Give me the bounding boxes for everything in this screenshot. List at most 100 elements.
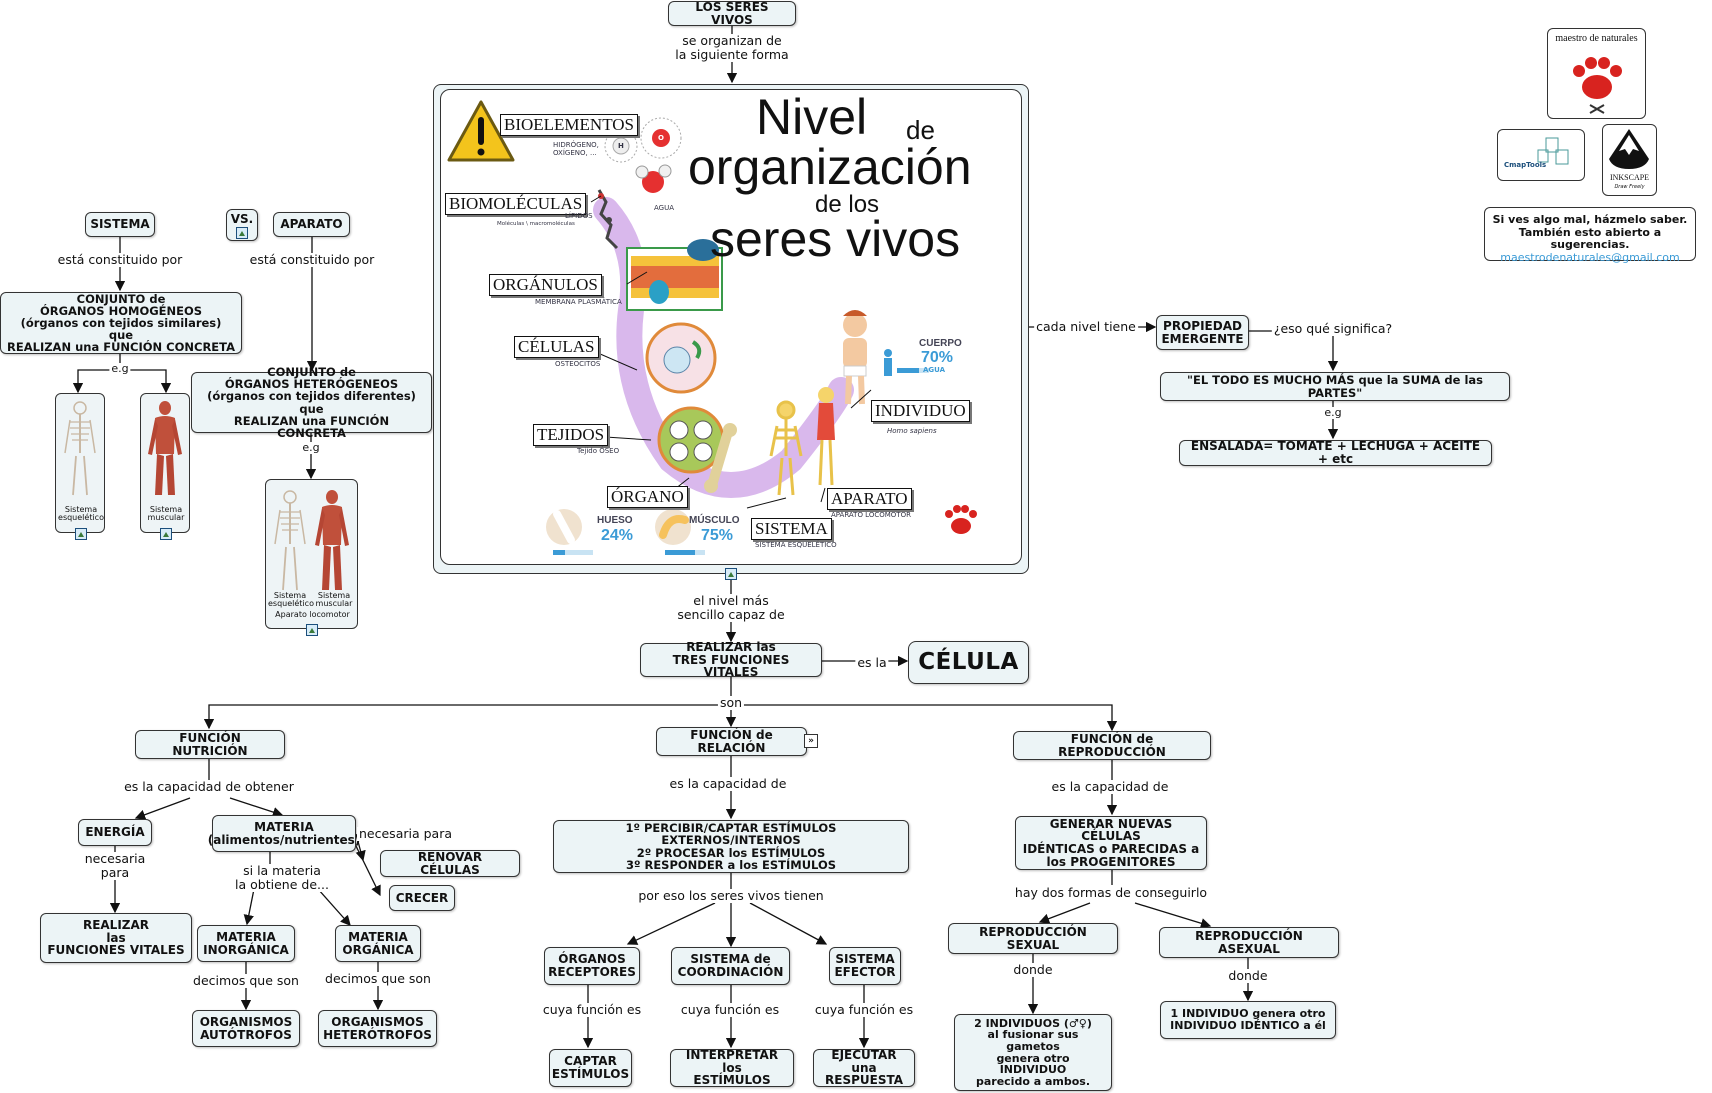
node-materia-organica[interactable]: MATERIA ORGÁNICA xyxy=(335,925,421,962)
caption-tejido: Tejido ÓSEO xyxy=(577,447,620,455)
vs-label: VS. xyxy=(230,212,254,226)
image-icon[interactable] xyxy=(725,568,737,580)
link-necesaria-para-2: necesaria para xyxy=(357,826,454,841)
figure-aparato-locomotor[interactable]: Sistema esquelético Sistema muscular Apa… xyxy=(265,479,358,636)
node-ensalada[interactable]: ENSALADA= TOMATE + LECHUGA + ACEITE + et… xyxy=(1179,440,1492,466)
node-reproduccion-asexual[interactable]: REPRODUCCIÓN ASEXUAL xyxy=(1159,927,1339,958)
figure-sistema-muscular[interactable]: Sistema muscular xyxy=(140,393,190,540)
caption-h: H xyxy=(618,142,624,150)
caption-agua: AGUA xyxy=(654,204,675,212)
aparato-locomotor-icon xyxy=(274,490,349,591)
image-icon[interactable] xyxy=(236,227,248,239)
figure-sistema-esqueletico[interactable]: Sistema esquelético xyxy=(55,393,105,540)
cmaptools-label: CmapTools xyxy=(1504,161,1547,169)
link-cada-nivel: cada nivel tiene xyxy=(1034,319,1138,334)
node-propiedad-emergente[interactable]: PROPIEDAD EMERGENTE xyxy=(1156,315,1249,350)
expand-icon[interactable]: » xyxy=(804,734,818,748)
node-reproduccion-sexual[interactable]: REPRODUCCIÓN SEXUAL xyxy=(948,923,1118,954)
image-icon[interactable] xyxy=(306,624,318,636)
link-cuya-2: cuya función es xyxy=(678,1002,782,1017)
node-funcion-relacion[interactable]: FUNCIÓN de RELACIÓN xyxy=(656,727,807,756)
level-organulos: ORGÁNULOS xyxy=(489,274,602,296)
link-por-eso: por eso los seres vivos tienen xyxy=(636,888,826,903)
logo-maestro-naturales[interactable]: maestro de naturales xyxy=(1547,28,1646,119)
stat-musculo-pct: 75% xyxy=(701,527,734,544)
node-ejecutar-respuesta[interactable]: EJECUTAR una RESPUESTA xyxy=(813,1049,915,1087)
image-icon[interactable] xyxy=(75,528,87,540)
node-autotrofos[interactable]: ORGANISMOS AUTÓTROFOS xyxy=(192,1010,300,1047)
caption-sistema-muscular: Sistema muscular xyxy=(147,505,185,523)
node-materia[interactable]: MATERIA (alimentos/nutrientes) xyxy=(208,815,360,852)
logo-inkscape[interactable]: INKSCAPE Draw Freely xyxy=(1602,124,1657,196)
node-todo-suma[interactable]: "EL TODO ES MUCHO MÁS que la SUMA de las… xyxy=(1160,372,1510,401)
level-biomoleculas: BIOMOLÉCULAS xyxy=(445,193,587,215)
link-constituido-1: está constituido por xyxy=(55,252,185,267)
node-celula[interactable]: CÉLULA xyxy=(908,641,1029,684)
link-capacidad-de-1: es la capacidad de xyxy=(667,776,789,791)
link-dos-formas: hay dos formas de conseguirlo xyxy=(1012,885,1210,900)
node-energia[interactable]: ENERGÍA xyxy=(78,819,152,846)
link-cuya-3: cuya función es xyxy=(812,1002,916,1017)
node-funcion-nutricion[interactable]: FUNCIÓN NUTRICIÓN xyxy=(135,730,285,759)
level-tejidos: TEJIDOS xyxy=(533,424,609,446)
link-nivel-sencillo: el nivel más sencillo capaz de xyxy=(675,593,787,622)
poster-title-organizacion: organización xyxy=(688,139,972,195)
skeleton-icon xyxy=(64,401,96,496)
node-vs[interactable]: VS. xyxy=(226,209,258,241)
cmaptools-icon xyxy=(1537,137,1569,165)
node-heterotrofos[interactable]: ORGANISMOS HETERÓTROFOS xyxy=(318,1010,437,1047)
node-materia-inorganica[interactable]: MATERIA INORGÁNICA xyxy=(197,925,295,962)
level-celulas: CÉLULAS xyxy=(514,336,599,358)
stat-cuerpo-agua: AGUA xyxy=(923,366,946,374)
poster-title-de: de xyxy=(906,115,935,145)
node-funcion-reproduccion[interactable]: FUNCIÓN de REPRODUCCIÓN xyxy=(1013,731,1211,760)
note-email[interactable]: maestrodenaturales@gmail.com xyxy=(1500,250,1680,264)
logo-cmaptools[interactable]: CmapTools xyxy=(1497,129,1585,181)
link-donde-2: donde xyxy=(1226,968,1270,983)
caption-osteocitos: OSTEOCITOS xyxy=(555,360,601,368)
node-conjunto-heterogeneos[interactable]: CONJUNTO de ÓRGANOS HETERÓGENEOS (órgano… xyxy=(191,366,432,439)
node-sistema-coordinacion[interactable]: SISTEMA de COORDINACIÓN xyxy=(671,947,790,985)
caption-sistema-esqueletico: Sistema esquelético xyxy=(58,505,104,523)
level-aparato: APARATO xyxy=(827,488,912,510)
node-renovar-celulas[interactable]: RENOVAR CÉLULAS xyxy=(380,850,520,877)
node-realizar-funciones[interactable]: REALIZAR las TRES FUNCIONES VITALES xyxy=(640,641,822,679)
node-percibir-procesar-responder[interactable]: 1º PERCIBIR/CAPTAR ESTÍMULOS EXTERNOS/IN… xyxy=(553,820,909,873)
node-captar-estimulos[interactable]: CAPTAR ESTÍMULOS xyxy=(549,1049,632,1087)
link-si-materia: si la materia la obtiene de... xyxy=(233,863,331,892)
node-realizar-fv[interactable]: REALIZAR las FUNCIONES VITALES xyxy=(40,913,192,963)
link-capacidad-obtener: es la capacidad de obtener xyxy=(122,779,296,794)
level-individuo: INDIVIDUO xyxy=(871,400,970,422)
link-cuya-1: cuya función es xyxy=(540,1002,644,1017)
link-decimos-1: decimos que son xyxy=(191,973,301,988)
node-dos-individuos[interactable]: 2 INDIVIDUOS (♂♀) al fusionar sus gameto… xyxy=(954,1014,1112,1091)
node-sistema-efector[interactable]: SISTEMA EFECTOR xyxy=(829,947,901,985)
node-conjunto-homogeneos[interactable]: CONJUNTO de ÓRGANOS HOMOGÉNEOS (órganos … xyxy=(0,292,242,354)
node-interpretar-estimulos[interactable]: INTERPRETAR los ESTÍMULOS xyxy=(670,1049,794,1087)
caption-bio: HIDRÓGENO, OXÍGENO, ... xyxy=(553,141,599,157)
note-line1: Si ves algo mal, házmelo saber. xyxy=(1492,213,1688,226)
feedback-note: Si ves algo mal, házmelo saber. También … xyxy=(1484,207,1696,264)
stat-musculo-label: MÚSCULO xyxy=(689,515,740,526)
node-organos-receptores[interactable]: ÓRGANOS RECEPTORES xyxy=(544,947,640,985)
inkscape-icon xyxy=(1609,129,1649,169)
node-generar-celulas[interactable]: GENERAR NUEVAS CÉLULAS IDÉNTICAS o PAREC… xyxy=(1015,816,1207,870)
caption-sis-esq: SISTEMA ESQUELÉTICO xyxy=(755,541,837,549)
level-sistema: SISTEMA xyxy=(751,518,832,540)
node-los-seres-vivos[interactable]: LOS SERES VIVOS xyxy=(668,1,796,26)
link-es-la: es la xyxy=(855,655,889,670)
image-icon[interactable] xyxy=(160,528,172,540)
note-line2: También esto abierto a sugerencias. xyxy=(1518,225,1662,252)
link-constituido-2: está constituido por xyxy=(247,252,377,267)
caption-homo: Homo sapiens xyxy=(887,427,937,435)
node-crecer[interactable]: CRECER xyxy=(389,885,455,911)
node-sistema[interactable]: SISTEMA xyxy=(85,212,155,237)
caption-ap-loc: APARATO LOCOMOTOR xyxy=(831,511,911,519)
stat-cuerpo-pct: 70% xyxy=(921,349,954,366)
node-aparato[interactable]: APARATO xyxy=(273,212,350,237)
poster-title-seres-vivos: seres vivos xyxy=(710,211,961,267)
link-eg-3: e.g xyxy=(1322,406,1344,420)
node-un-individuo[interactable]: 1 INDIVIDUO genera otro INDIVIDUO IDÉNTI… xyxy=(1160,1001,1336,1039)
link-capacidad-de-2: es la capacidad de xyxy=(1049,779,1171,794)
